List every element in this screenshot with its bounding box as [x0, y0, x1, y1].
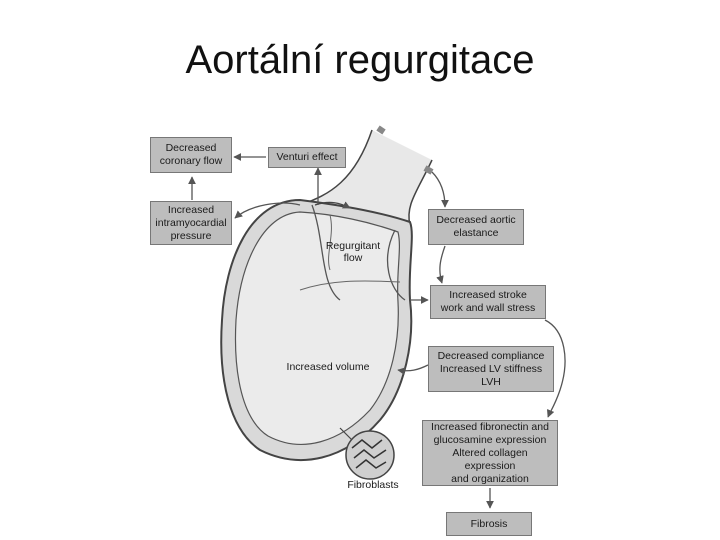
box-venturi-effect: Venturi effect	[268, 147, 346, 168]
box-decreased-aortic-elastance: Decreased aortic elastance	[428, 209, 524, 245]
fibroblast-connector	[339, 427, 353, 441]
box-fibronectin-expression: Increased fibronectin and glucosamine ex…	[422, 420, 558, 486]
valve-line-3	[299, 280, 401, 291]
arrow-heart-to-pressure	[234, 202, 301, 219]
arrow-aorta-to-elastance	[431, 171, 449, 208]
aorta-shape	[300, 130, 432, 225]
box-decreased-coronary-flow: Decreased coronary flow	[150, 137, 232, 173]
valve-line-2	[387, 229, 406, 301]
box-fibrosis: Fibrosis	[446, 512, 532, 536]
fibroblast-cells	[351, 439, 387, 469]
label-increased-volume: Increased volume	[286, 361, 370, 373]
box-increased-intramyocardial-pressure: Increased intramyocardial pressure	[150, 201, 232, 245]
arrow-elastance-to-stroke	[436, 245, 446, 284]
label-fibroblasts: Fibroblasts	[347, 479, 399, 491]
valve-line-4	[328, 214, 332, 271]
box-increased-stroke-work: Increased stroke work and wall stress	[430, 285, 546, 319]
heart-cavity	[234, 211, 400, 445]
slide-title: Aortální regurgitace	[185, 38, 535, 82]
arrow-stroke-to-compliance	[544, 319, 566, 418]
label-regurgitant-flow: Regurgitant flow	[325, 240, 381, 264]
arrow-compliance-to-heart	[397, 364, 429, 375]
aorta-wall-band	[376, 125, 434, 175]
valve-line-1	[311, 204, 341, 301]
box-decreased-compliance: Decreased compliance Increased LV stiffn…	[428, 346, 554, 392]
